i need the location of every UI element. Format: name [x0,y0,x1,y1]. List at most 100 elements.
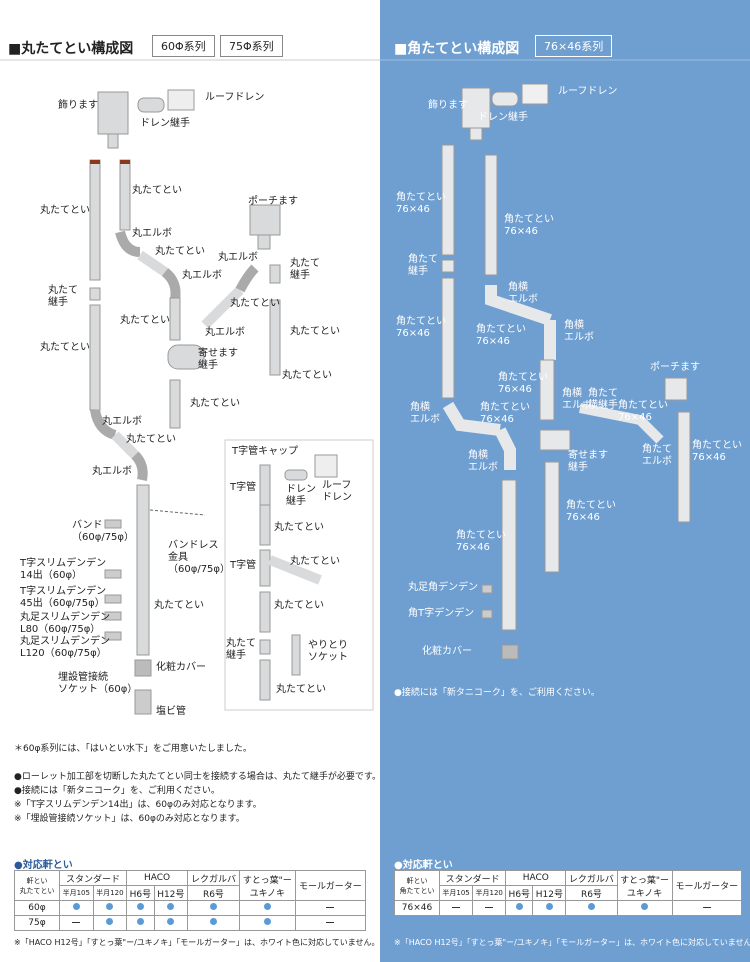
left-sub-3: H12号 [153,885,189,901]
label-l120: 丸足スリムデンデン L120（60φ/75φ） [20,636,110,659]
label-t45: T字スリムデンデン 45出（60φ/75φ） [20,586,107,609]
label-roof-drain: ルーフドレン [205,92,265,103]
left-row-75: 75φ [14,915,367,931]
label-elbow-2: 丸エルボ [182,270,222,281]
label-elbow-3: 丸エルボ [218,252,258,263]
r-label-elbow2: 角横 エルボ [564,320,594,343]
label-pipe-12: 丸たてとい [274,522,324,533]
tag-75: 75Φ系列 [220,35,283,57]
label-yaritori: やりとり ソケット [308,640,348,663]
right-group-0: スタンダード [438,870,507,886]
r-label-drain: ドレン継手 [478,112,528,123]
pvc-pipe [134,689,152,715]
label-drain2: ドレン 継手 [286,484,316,507]
left-note-0: ＊60φ系列には、「はいとい水下」をご用意いたしました。 [14,744,252,754]
dash-icon [72,922,81,923]
label-drain: ドレン継手 [140,118,190,129]
dot-icon [263,903,271,910]
cosme-cover [134,659,152,677]
right-compat-table: 軒とい角たてとい スタンダード HACO レクガルバ すとっ葉"ー ユキノキ モ… [394,870,743,916]
label-pipe-14: 丸たてとい [274,600,324,611]
dot-icon [209,918,217,925]
right-table-title: ●対応軒とい [394,860,453,871]
left-note-3: ※「T字スリムデンデン14出」は、60φのみ対応となります。 [14,800,262,810]
dot-icon [167,903,175,910]
left-group-0: スタンダード [58,870,128,886]
label-elbow-6: 丸エルボ [92,466,132,477]
dot-icon [106,903,114,910]
left-row-name: 75φ [14,915,60,931]
yose-box [167,344,205,370]
dot-icon [72,903,80,910]
label-kazari: 飾ります [58,100,98,111]
pipe-2 [119,159,131,231]
r-label-elbow4: 角横 エルボ [410,402,440,425]
right-panel: ■角たてとい構成図 76×46系列 飾ります ルーフドレン ドレン継手 角たてと… [380,0,750,962]
r-label-elbow1: 角横 エルボ [508,282,538,305]
label-pipe-10: 丸たてとい [126,434,176,445]
dash-icon [326,922,335,923]
left-row-60: 60φ [14,900,367,916]
roof-drain [167,89,195,111]
r-label-tden: 角T字デンデン [408,608,475,619]
label-pipe-1: 丸たてとい [132,185,182,196]
left-note-1: ●ローレット加工部を切断した丸たてとい同士を接続する場合は、丸たて継手が必要です… [14,772,381,782]
label-pipe-4: 丸たてとい [230,298,280,309]
right-corner-top: 軒とい [406,876,428,885]
label-pipe-6: 丸たてとい [290,326,340,337]
dot-icon [106,918,114,925]
square-pipe-diagram [380,59,750,660]
r-label-ashi: 丸足角デンデン [408,582,478,593]
porch-box [249,204,281,236]
label-pipe-8: 丸たてとい [282,370,332,381]
dot-icon [263,918,271,925]
left-row-name: 60φ [14,900,60,916]
label-pipe-9: 丸たてとい [190,398,240,409]
left-note-2: ●接続には「新タニコーク」を、ご利用ください。 [14,786,220,796]
label-t1: T字管 [230,482,257,493]
dot-icon [167,918,175,925]
right-group-1: HACO [505,870,567,886]
left-footnote: ※「HACO H12号」「すとっ葉"ー/ユキノキ」「モールガーター」は、ホワイト… [14,938,380,947]
r-label-yose: 寄せます 継手 [568,450,608,473]
right-row-name: 76×46 [394,900,440,916]
r-label-p6: 角たてとい 76×46 [480,402,530,425]
label-yose: 寄せます 継手 [198,348,238,371]
label-porch: ポーチます [248,196,298,207]
left-sub-1: 半月120 [92,885,128,901]
label-pipe-2: 丸たてとい [40,205,90,216]
label-tcap: T字管キャップ [232,446,299,457]
r-label-elbow6: 角たて エルボ [642,444,672,467]
r-label-joint: 角たて 継手 [408,254,438,277]
pipe-left-1 [89,159,101,281]
left-sub-2: H6号 [126,885,155,901]
dot-icon [136,918,144,925]
r-label-p3: 角たてとい 76×46 [396,316,446,339]
right-sub-3: H12号 [532,885,567,901]
dot-icon [641,903,649,910]
left-corner-bottom: 丸たてとい [19,886,55,895]
label-pipe-11: 丸たてとい [154,600,204,611]
left-title: ■丸たてとい構成図 [8,41,134,57]
right-sub-4: R6号 [565,885,618,901]
right-sub-0: 半月105 [438,885,474,901]
dash-icon [452,907,461,908]
dash-icon [485,907,494,908]
label-elbow-1: 丸エルボ [132,228,172,239]
dot-icon [209,903,217,910]
right-group-4: モールガーター [671,870,743,901]
r-label-p1: 角たてとい 76×46 [396,192,446,215]
label-pipe-13: 丸たてとい [290,556,340,567]
r-label-elbow5: 角横 エルボ [468,450,498,473]
right-group-3: すとっ葉"ー ユキノキ [616,870,673,901]
kazari-box [97,91,129,135]
r-label-p10: 角たてとい 76×46 [456,530,506,553]
joint-left [89,287,101,301]
label-bandless: バンドレス 金具 （60φ/75φ） [168,540,231,575]
r-label-p7: 角たてとい 76×46 [618,400,668,423]
right-row-76x46: 76×46 [394,900,743,916]
tag-60: 60Φ系列 [152,35,215,57]
left-compat-table: 軒とい丸たてとい スタンダード HACO レクガルバ すとっ葉"ー ユキノキ モ… [14,870,367,931]
label-cosme: 化粧カバー [156,662,206,673]
right-title: ■角たてとい構成図 [394,41,520,57]
